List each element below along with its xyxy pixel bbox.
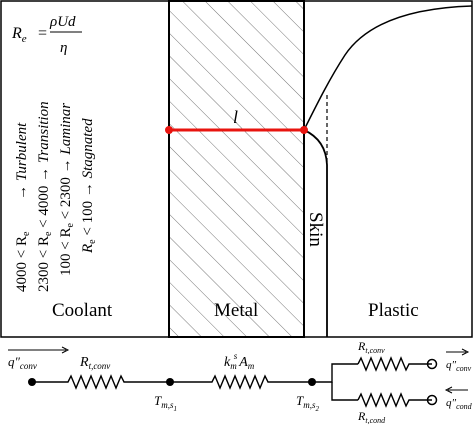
regime-transition: 2300 < Re < 4000 → Transition [36, 101, 54, 292]
q-conv-out-arrow [446, 348, 470, 356]
node-t-m-s1 [166, 378, 174, 386]
q-conv-out-label: q″conv [446, 359, 472, 373]
length-label: l [233, 107, 238, 127]
reynolds-formula: Re = ρUd η [11, 14, 82, 56]
r-t-conv-upper-label: Rt,conv [357, 339, 385, 355]
resistor-r-t-conv-upper [357, 356, 432, 372]
svg-text:=: = [38, 25, 47, 42]
q-cond-out-label: q″cond [446, 397, 473, 411]
regime-turbulent: 4000 < Re → Turbulent [14, 122, 32, 292]
t-m-s2-label: Tm,s2 [296, 393, 320, 413]
regime-list: 4000 < Re → Turbulent 2300 < Re < 4000 →… [14, 101, 98, 292]
node-out-upper [426, 358, 438, 370]
coolant-label: Coolant [52, 300, 113, 321]
q-conv-in-label: q″conv [8, 354, 37, 371]
r-t-cond-lower-label: Rt,cond [357, 409, 386, 425]
q-cond-out-arrow [444, 386, 468, 394]
skin-label: Skin [305, 212, 326, 247]
thermal-circuit [8, 346, 432, 408]
length-line-end-dot [300, 126, 308, 134]
skin-region [303, 129, 328, 337]
resistor-r-t-cond-lower [357, 392, 432, 408]
length-line-start-dot [165, 126, 173, 134]
resistor-r-t-conv [32, 374, 170, 390]
regime-laminar: 100 < Re < 2300 → Laminar [58, 103, 76, 276]
svg-text:ρUd: ρUd [49, 14, 76, 30]
resistor-k-m-a-m [170, 374, 312, 390]
svg-text:Re: Re [11, 25, 27, 45]
svg-text:η: η [60, 40, 67, 56]
plastic-label: Plastic [368, 300, 419, 321]
r-t-conv-label: Rt,conv [79, 355, 110, 371]
node-out-lower [426, 394, 438, 406]
regime-stagnated: Re < 100 → Stagnated [80, 118, 98, 254]
node-t-m-s2 [308, 378, 316, 386]
t-m-s1-label: Tm,s1 [154, 393, 177, 413]
metal-region [168, 0, 305, 338]
node-start [28, 378, 36, 386]
metal-label: Metal [214, 300, 258, 321]
flow-profile-curve [303, 5, 473, 131]
